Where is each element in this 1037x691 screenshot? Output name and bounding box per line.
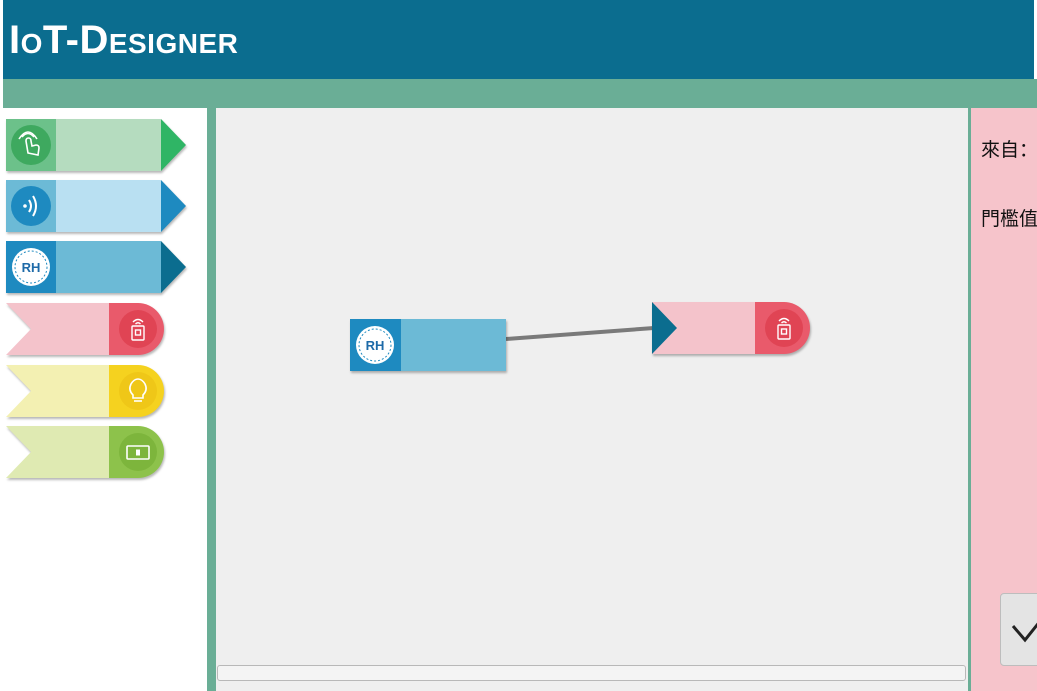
svg-text:RH: RH bbox=[366, 338, 385, 353]
light-bulb-block bbox=[6, 365, 164, 417]
humidity-rh-icon: RH bbox=[22, 260, 41, 275]
app-title: IoT-Designer bbox=[9, 18, 239, 62]
connection-wire[interactable] bbox=[505, 326, 655, 341]
sound-sensor-block bbox=[6, 180, 186, 232]
palette-sound-sensor[interactable] bbox=[6, 180, 186, 232]
confirm-button[interactable] bbox=[1000, 593, 1037, 666]
component-palette: RH bbox=[0, 108, 207, 691]
remote-alarm-block bbox=[6, 303, 164, 355]
toolbar-strip bbox=[3, 79, 1037, 108]
canvas-remote-alarm-node[interactable] bbox=[652, 302, 810, 354]
humidity-sensor-block: RH bbox=[6, 241, 186, 293]
design-canvas[interactable]: RH bbox=[216, 108, 968, 691]
horizontal-scrollbar[interactable] bbox=[217, 665, 966, 681]
remote-device-icon bbox=[777, 317, 791, 340]
app-header: IoT-Designer bbox=[3, 0, 1034, 79]
properties-panel: 來自： 門檻值 bbox=[971, 108, 1037, 691]
palette-display-actuator[interactable] bbox=[6, 426, 164, 478]
display-icon bbox=[126, 445, 150, 460]
input-port[interactable] bbox=[652, 302, 677, 354]
palette-humidity-sensor[interactable]: RH bbox=[6, 241, 186, 293]
palette-touch-sensor[interactable] bbox=[6, 119, 186, 171]
touch-sensor-block bbox=[6, 119, 186, 171]
touch-icon bbox=[18, 131, 40, 156]
checkmark-icon bbox=[1011, 622, 1037, 643]
palette-light-bulb-actuator[interactable] bbox=[6, 365, 164, 417]
connection-layer bbox=[505, 326, 655, 341]
threshold-label: 門檻值 bbox=[981, 208, 1037, 230]
right-splitter[interactable] bbox=[968, 108, 971, 691]
sound-wave-icon bbox=[23, 195, 37, 217]
display-block bbox=[6, 426, 164, 478]
light-bulb-icon bbox=[129, 378, 147, 402]
left-splitter[interactable] bbox=[207, 108, 216, 691]
remote-alarm-node-shape bbox=[652, 302, 810, 354]
from-label: 來自： bbox=[981, 139, 1037, 161]
palette-remote-alarm-actuator[interactable] bbox=[6, 303, 164, 355]
humidity-rh-icon: RH bbox=[366, 338, 385, 353]
humidity-sensor-node-shape: RH bbox=[350, 319, 506, 371]
remote-device-icon bbox=[131, 318, 145, 341]
svg-text:RH: RH bbox=[22, 260, 41, 275]
canvas-humidity-sensor-node[interactable]: RH bbox=[350, 319, 506, 371]
